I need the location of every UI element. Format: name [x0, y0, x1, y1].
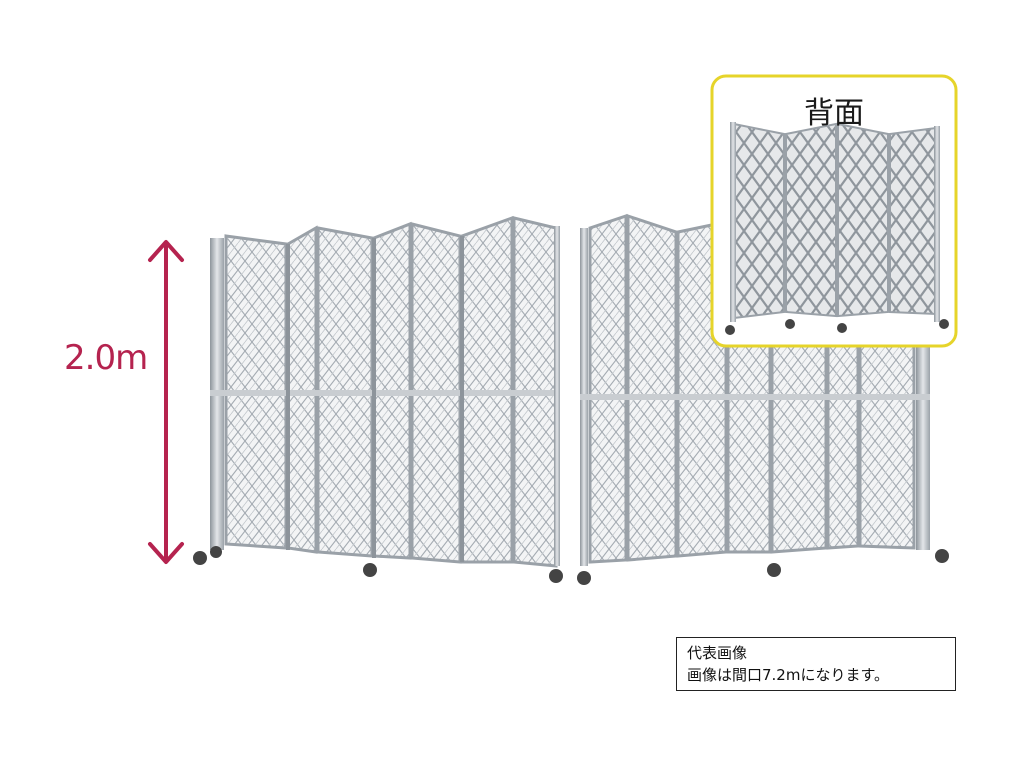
caption-line-1: 代表画像: [687, 644, 748, 662]
inset-title: 背面: [804, 96, 864, 131]
height-label: 2.0m: [64, 338, 148, 378]
caption-box: 代表画像 画像は間口7.2mになります。: [676, 637, 956, 691]
height-arrow: [148, 240, 184, 564]
caption-line-2: 画像は間口7.2mになります。: [687, 666, 889, 684]
rear-view-inset: [710, 74, 958, 348]
left-gate: [193, 215, 563, 583]
